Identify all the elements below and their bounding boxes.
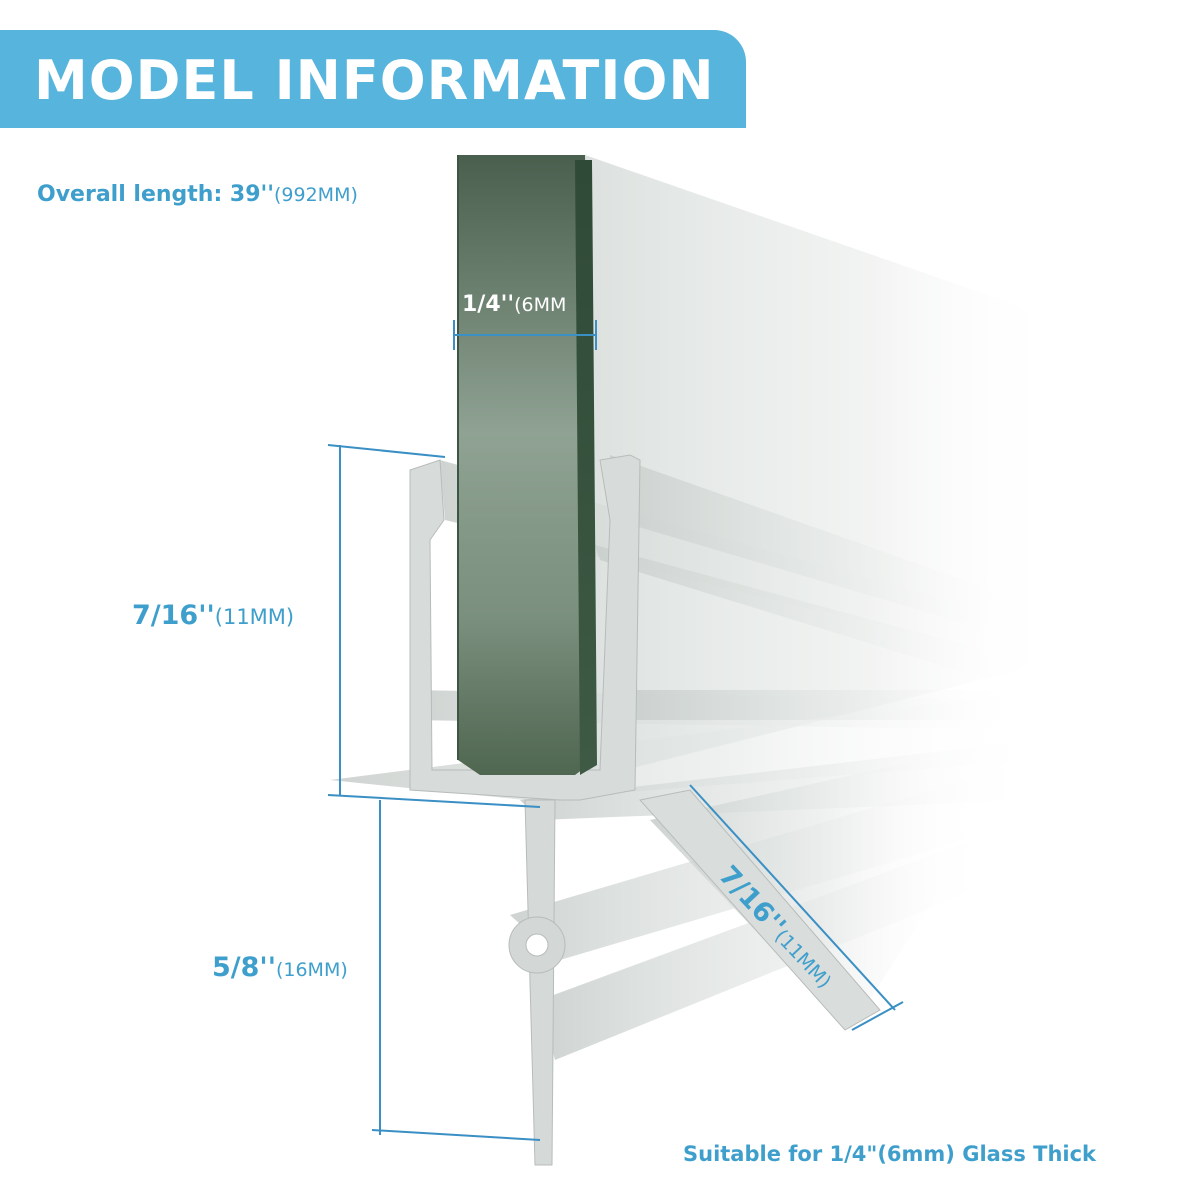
overall-length-label: Overall length: 39''(992MM) [37,182,358,207]
glass-thickness-label: 1/4''(6MM [462,292,566,317]
fin-dimension-line [689,784,896,1011]
glass-thickness-metric: (6MM [514,294,567,316]
compatibility-note: Suitable for 1/4"(6mm) Glass Thick [683,1142,1097,1166]
overall-length-metric: (992MM) [274,184,358,206]
dimension-lines [327,320,904,1141]
channel-height-metric: (11MM) [214,605,295,629]
page-title: MODEL INFORMATION [34,49,715,112]
flange-height-value: 5/8'' [212,952,276,983]
flange-height-metric: (16MM) [275,959,348,981]
seal-profile [409,454,881,1166]
glass-block [457,155,597,775]
glass-thickness-value: 1/4'' [462,292,515,317]
channel-height-label: 7/16''(11MM) [132,600,294,631]
flange-height-label: 5/8''(16MM) [212,952,348,983]
overall-length-value: Overall length: 39'' [37,182,274,207]
header-banner [0,30,746,128]
channel-height-value: 7/16'' [132,600,215,631]
